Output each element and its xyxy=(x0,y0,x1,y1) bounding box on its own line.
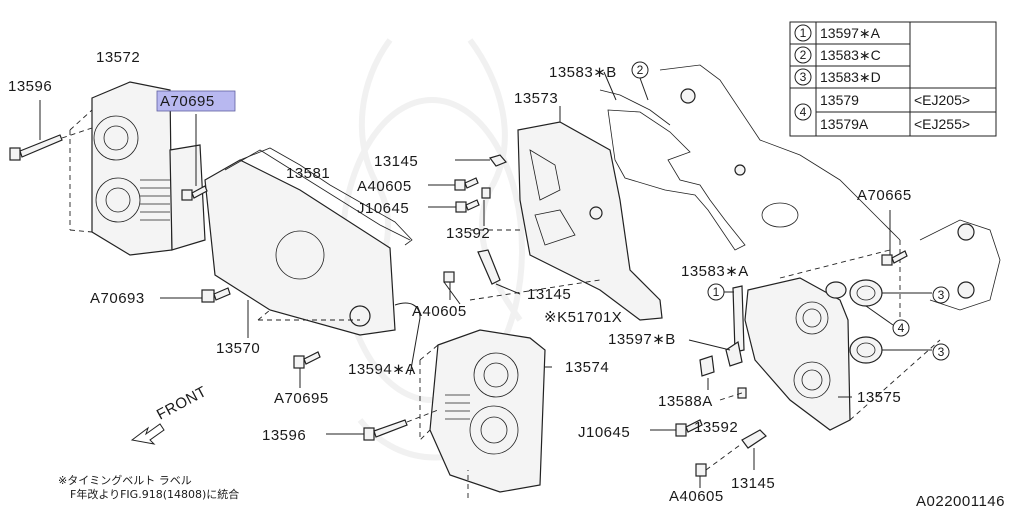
part-variant-table: 1 13597∗A 2 13583∗C 3 13583∗D 4 13579 <E… xyxy=(789,21,997,137)
belt-cover-13573 xyxy=(517,121,663,321)
bolt-A70693 xyxy=(201,287,231,303)
callout-1-text: 1 xyxy=(713,285,720,299)
table-row-part[interactable]: 13579 xyxy=(820,92,859,108)
callout-3a-text: 3 xyxy=(938,288,945,302)
seal-13597B xyxy=(725,341,743,367)
callout-4-text: 4 xyxy=(898,321,905,335)
label-13597B[interactable]: 13597∗B xyxy=(608,331,676,348)
label-A40605-a[interactable]: A40605 xyxy=(357,178,412,195)
label-A70695-bot[interactable]: A70695 xyxy=(274,390,329,407)
label-J10645-a[interactable]: J10645 xyxy=(357,200,409,217)
label-13573[interactable]: 13573 xyxy=(514,90,558,107)
table-row: 4 13579 <EJ205> xyxy=(794,92,970,121)
label-13574[interactable]: 13574 xyxy=(565,359,609,376)
bolt-A40605-a xyxy=(454,177,479,191)
callout-1: 1 xyxy=(707,283,734,301)
label-13592-a[interactable]: 13592 xyxy=(446,225,490,242)
belt-cover-13575 xyxy=(744,277,851,431)
bolt-A70695-bot xyxy=(293,351,321,369)
label-13588A[interactable]: 13588A xyxy=(658,393,713,410)
label-13581[interactable]: 13581 xyxy=(286,165,330,182)
label-13145-b[interactable]: 13145 xyxy=(527,286,571,303)
bolt-A40605-c xyxy=(695,463,707,477)
table-row: 13579A <EJ255> xyxy=(820,116,970,132)
engine-block-outline xyxy=(659,64,901,241)
label-13570[interactable]: 13570 xyxy=(216,340,260,357)
front-label: FRONT xyxy=(154,383,210,423)
bolt-A70695-top xyxy=(181,185,208,201)
label-13145-a[interactable]: 13145 xyxy=(374,153,418,170)
spacer-13592-b xyxy=(737,387,747,399)
label-13596-bot[interactable]: 13596 xyxy=(262,427,306,444)
table-row-part[interactable]: 13583∗D xyxy=(820,69,881,85)
table-row-variant: <EJ255> xyxy=(914,116,970,132)
table-row: 1 13597∗A xyxy=(794,24,881,42)
seal-13588A xyxy=(699,355,715,377)
clip-13145-c xyxy=(741,429,767,449)
lower-cover-13574 xyxy=(429,329,546,493)
table-row-part[interactable]: 13583∗C xyxy=(820,47,881,63)
oil-seal-13583D-b xyxy=(849,336,883,364)
callout-3b-text: 3 xyxy=(938,345,945,359)
callout-3a: 3 xyxy=(932,286,950,304)
label-A70695-top[interactable]: A70695 xyxy=(160,93,215,110)
gasket-13583A xyxy=(607,109,746,251)
bolt-A40605-b xyxy=(443,271,455,283)
hose-13594A xyxy=(394,302,421,376)
callout-3b: 3 xyxy=(932,343,950,361)
label-A40605-c[interactable]: A40605 xyxy=(669,488,724,505)
clip-13145-a xyxy=(489,154,508,167)
label-13583A[interactable]: 13583∗A xyxy=(681,263,749,280)
rear-cover-13570 xyxy=(204,149,411,336)
callout-4: 4 xyxy=(892,319,910,337)
bolt-13596-bot xyxy=(363,419,408,441)
table-row-variant: <EJ205> xyxy=(914,92,970,108)
label-A40605-b[interactable]: A40605 xyxy=(412,303,467,320)
callout-2: 2 xyxy=(631,61,649,101)
table-row-part[interactable]: 13597∗A xyxy=(820,25,881,41)
bolt-13596-top xyxy=(9,134,63,161)
label-13575[interactable]: 13575 xyxy=(857,389,901,406)
label-13583B[interactable]: 13583∗B xyxy=(549,64,617,81)
table-row-num: 2 xyxy=(800,48,807,62)
doc-id: A022001146 xyxy=(916,493,1005,510)
bolt-J10645-b xyxy=(675,419,703,437)
table-row-num: 1 xyxy=(800,26,807,40)
seal-13597A xyxy=(732,285,745,353)
highlight-box xyxy=(156,90,236,112)
label-13596-top[interactable]: 13596 xyxy=(8,78,52,95)
table-row: 3 13583∗D xyxy=(794,68,881,86)
clip-13145-b xyxy=(477,249,501,285)
seal-13579 xyxy=(825,281,847,299)
table-row-num: 3 xyxy=(800,70,807,84)
note-line-1: ※タイミングベルト ラベル xyxy=(58,473,192,487)
front-arrow-icon xyxy=(130,423,165,445)
engine-right-outline xyxy=(919,219,1001,311)
label-13145-c[interactable]: 13145 xyxy=(731,475,775,492)
bolt-A70665 xyxy=(881,250,908,266)
oil-seal-13583D-a xyxy=(849,279,883,307)
bolt-J10645-a xyxy=(455,199,480,213)
gasket-13583B xyxy=(599,89,671,126)
callout-2-text: 2 xyxy=(637,63,644,77)
spacer-13592-a xyxy=(481,187,491,199)
label-13572[interactable]: 13572 xyxy=(96,49,140,66)
label-A70665[interactable]: A70665 xyxy=(857,187,912,204)
label-K51701X[interactable]: ※K51701X xyxy=(544,309,622,326)
table-row: 2 13583∗C xyxy=(794,46,881,64)
label-A70693[interactable]: A70693 xyxy=(90,290,145,307)
label-13594A[interactable]: 13594∗A xyxy=(348,361,416,378)
gasket-13581 xyxy=(239,147,413,246)
label-J10645-b[interactable]: J10645 xyxy=(578,424,630,441)
note-line-2: F年改よりFIG.918(14808)に統合 xyxy=(70,487,239,501)
table-row-num: 4 xyxy=(800,105,807,119)
table-row-part[interactable]: 13579A xyxy=(820,116,869,132)
label-13592-b[interactable]: 13592 xyxy=(694,419,738,436)
